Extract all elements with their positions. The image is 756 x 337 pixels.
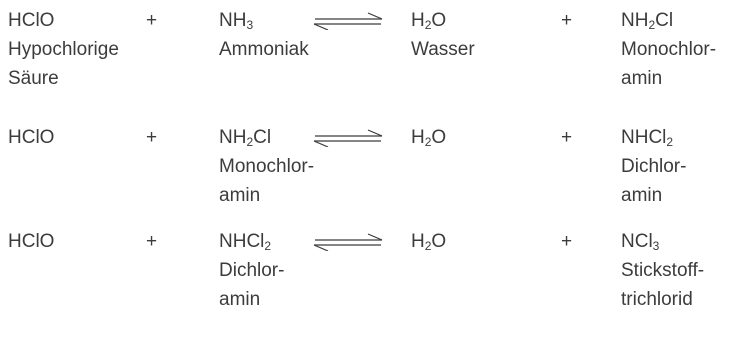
plus-sign: + xyxy=(561,10,573,31)
plus-sign: + xyxy=(146,10,158,31)
reactant-1: HClO xyxy=(8,227,54,256)
equilibrium-arrow-icon xyxy=(312,233,384,251)
product-2-formula: NH2Cl xyxy=(621,10,674,32)
plus-sign: + xyxy=(561,231,573,252)
reactant-1-formula: HClO xyxy=(8,127,55,148)
equilibrium-arrow-icon xyxy=(312,12,384,30)
reactant-2-formula: NH3 xyxy=(219,10,254,32)
reactant-1-formula: HClO xyxy=(8,10,55,31)
reactant-2: NH3 Ammoniak xyxy=(219,6,309,64)
product-1: H2O xyxy=(411,123,446,152)
product-1-formula: H2O xyxy=(411,10,447,32)
product-1: H2O Wasser xyxy=(411,6,475,64)
reactant-2: NH2Cl Monochlor- amin xyxy=(219,123,314,210)
reactant-2-name-line-2: amin xyxy=(219,289,261,310)
reactant-2-name-line-2: amin xyxy=(219,185,261,206)
reactant-2-name-line-1: Monochlor- xyxy=(219,156,315,177)
product-1-name-line-1: Wasser xyxy=(411,39,475,60)
reactant-2-name-line-1: Dichlor- xyxy=(219,260,285,281)
reaction-row-2: HClO + NH2Cl Monochlor- amin H2O + NHCl2… xyxy=(0,123,756,233)
product-2-formula: NHCl2 xyxy=(621,127,674,149)
reactant-1: HClO Hypochlorige Säure xyxy=(8,6,119,93)
product-1-formula: H2O xyxy=(411,231,447,253)
product-2-name-line-1: Stickstoff- xyxy=(621,260,705,281)
product-2-name-line-1: Dichlor- xyxy=(621,156,687,177)
reaction-row-1: HClO Hypochlorige Säure + NH3 Ammoniak H… xyxy=(0,6,756,116)
reactant-2: NHCl2 Dichlor- amin xyxy=(219,227,284,314)
product-1-formula: H2O xyxy=(411,127,447,149)
reactant-1-formula: HClO xyxy=(8,231,55,252)
product-2: NHCl2 Dichlor- amin xyxy=(621,123,686,210)
reactant-1-name-line-2: Säure xyxy=(8,68,59,89)
product-2-formula: NCl3 xyxy=(621,231,660,253)
reactant-2-formula: NH2Cl xyxy=(219,127,272,149)
reactant-1-name-line-1: Hypochlorige xyxy=(8,39,119,60)
product-2: NH2Cl Monochlor- amin xyxy=(621,6,716,93)
product-2-name-line-2: amin xyxy=(621,185,663,206)
product-2-name-line-2: trichlorid xyxy=(621,289,693,310)
product-2-name-line-1: Monochlor- xyxy=(621,39,717,60)
equilibrium-arrow-icon xyxy=(312,129,384,147)
plus-sign: + xyxy=(561,127,573,148)
plus-sign: + xyxy=(146,231,158,252)
reaction-row-3: HClO + NHCl2 Dichlor- amin H2O + NCl3 St… xyxy=(0,227,756,337)
reactant-2-formula: NHCl2 xyxy=(219,231,272,253)
reactant-2-name-line-1: Ammoniak xyxy=(219,39,309,60)
product-2-name-line-2: amin xyxy=(621,68,663,89)
plus-sign: + xyxy=(146,127,158,148)
reactant-1: HClO xyxy=(8,123,54,152)
product-2: NCl3 Stickstoff- trichlorid xyxy=(621,227,704,314)
product-1: H2O xyxy=(411,227,446,256)
